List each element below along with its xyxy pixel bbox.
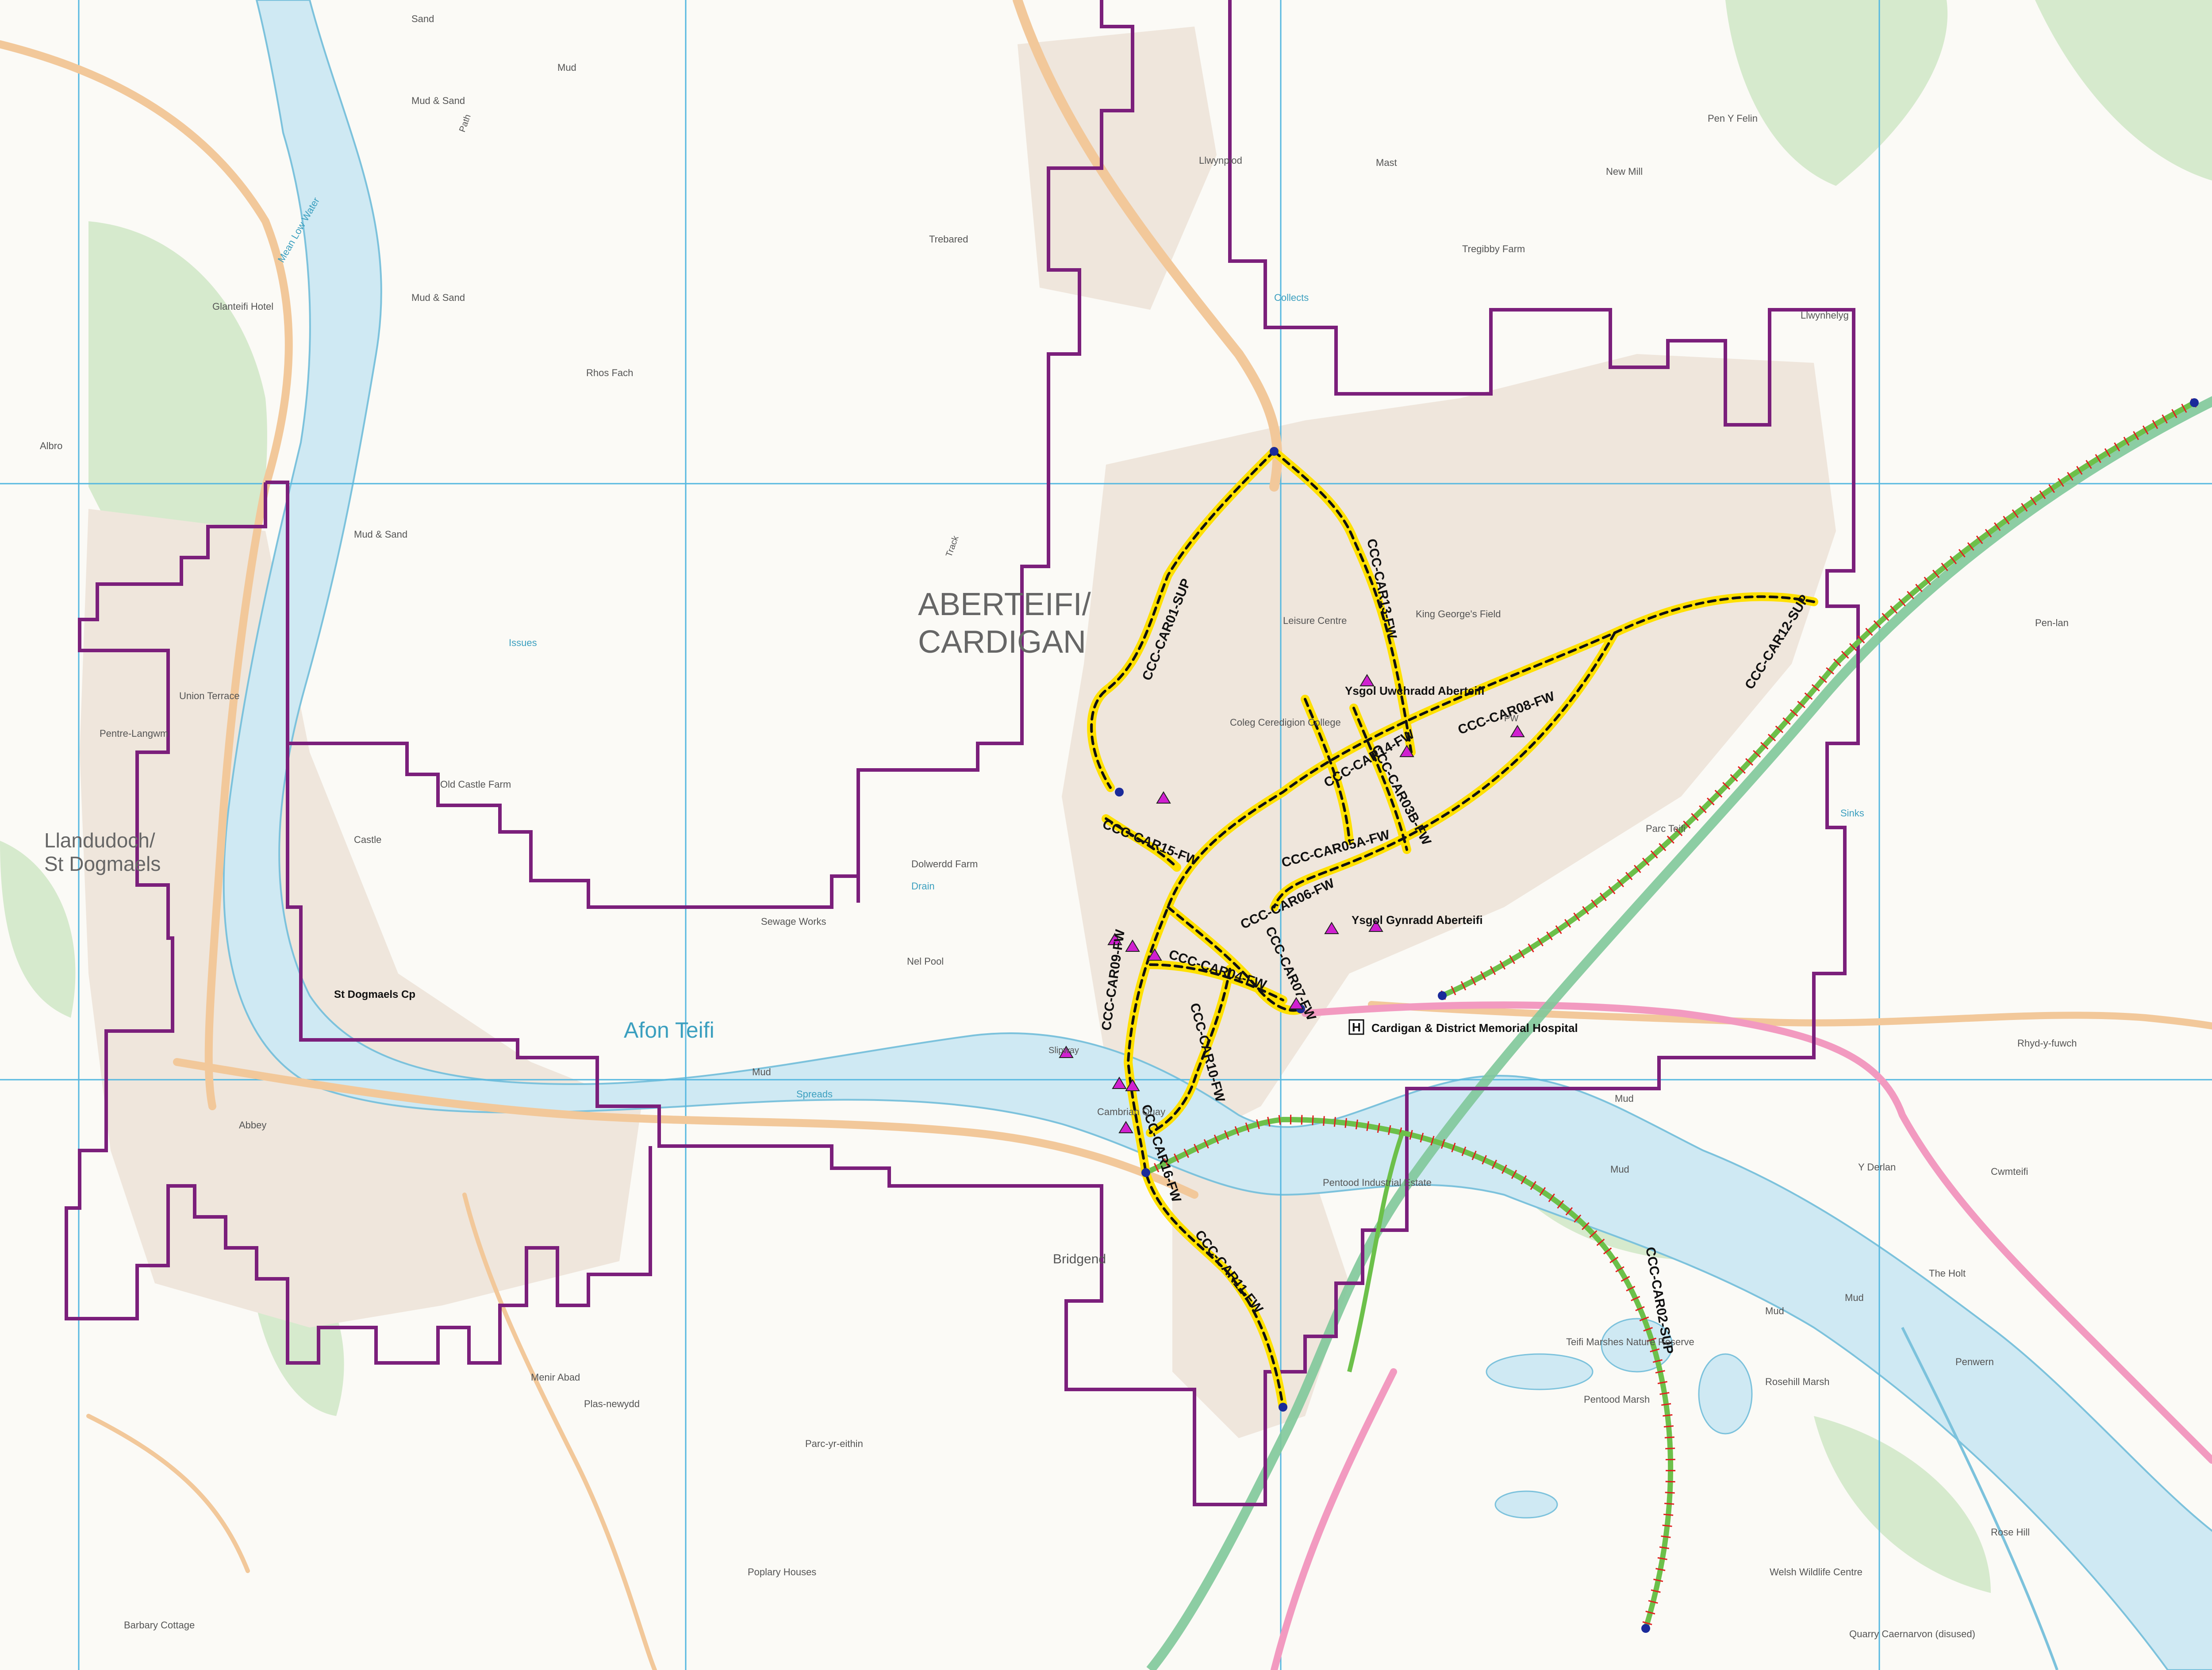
route-label-car12: CCC-CAR12-SUP <box>1742 592 1812 692</box>
mean-low-water-label: Mean Low Water <box>276 196 322 265</box>
place-mud-sand-3: Mud & Sand <box>354 529 407 540</box>
green-cycleway <box>1146 396 2212 1670</box>
place-mast: Mast <box>1376 157 1397 168</box>
river-teifi <box>223 0 2212 1670</box>
path-label: Path <box>457 113 473 134</box>
issues-label: Issues <box>509 637 537 648</box>
route-label-car13: CCC-CAR13-FW <box>1364 538 1399 640</box>
place-mud-4: Mud <box>1765 1305 1784 1316</box>
town-name-line1: ABERTEIFI/ <box>918 587 1091 622</box>
place-glanteifi: Glanteifi Hotel <box>212 301 273 312</box>
place-the-holt: The Holt <box>1929 1268 1966 1279</box>
place-mud-2: Mud <box>1610 1164 1629 1175</box>
route-label-car06: CCC-CAR06-FW <box>1238 876 1337 932</box>
sinks-label: Sinks <box>1840 808 1864 819</box>
place-menir-abad: Menir Abad <box>531 1372 580 1383</box>
route-label-car14: CCC-CAR14-FW <box>1321 727 1417 790</box>
slipway-label: Slipway <box>1048 1046 1079 1055</box>
route-label-car05a: CCC-CAR05A-FW <box>1280 827 1391 870</box>
town-name-line2: CARDIGAN <box>918 624 1086 660</box>
hospital-icon-glyph: H <box>1352 1020 1361 1034</box>
place-cwmteifi: Cwmteifi <box>1991 1166 2028 1177</box>
fw-routes <box>1087 447 1818 1412</box>
place-rhyd-y-fuwch: Rhyd-y-fuwch <box>2017 1038 2077 1049</box>
place-llwynpiod: Llwynpiod <box>1199 155 1242 166</box>
church-label: St Dogmaels Cp <box>334 989 415 1000</box>
place-dolwerdd: Dolwerdd Farm <box>911 858 978 870</box>
route-label-car07: CCC-CAR07-FW <box>1263 924 1319 1023</box>
place-nel-pool: Nel Pool <box>907 956 944 967</box>
place-old-castle: Old Castle Farm <box>440 779 511 790</box>
place-pen-lan: Pen-lan <box>2035 617 2069 628</box>
place-pentood: Pentood Industrial Estate <box>1323 1177 1432 1188</box>
place-pentood-marsh: Pentood Marsh <box>1584 1394 1650 1405</box>
place-union-terrace: Union Terrace <box>179 690 240 701</box>
route-label-car04: CCC-CAR04-FW <box>1167 947 1269 993</box>
place-albro: Albro <box>40 440 62 451</box>
route-nodes <box>1115 398 2199 1633</box>
sup-routes <box>1144 398 2197 1630</box>
village-name-line2: St Dogmaels <box>44 852 161 875</box>
place-llwyngwair: Llwynhelyg <box>1801 310 1849 321</box>
route-label-car15: CCC-CAR15-FW <box>1100 817 1200 869</box>
place-quarry: Quarry Caernarvon (disused) <box>1849 1628 1975 1639</box>
place-mud-sand-1: Mud & Sand <box>411 95 465 106</box>
place-coleg: Coleg Ceredigion College <box>1230 717 1341 728</box>
community-boundaries <box>65 0 1860 1506</box>
place-quay: Cambrian Quay <box>1097 1106 1165 1117</box>
village-name-line1: Llandudoch/ <box>44 829 155 852</box>
pw-label: PW <box>1504 714 1518 723</box>
place-labels: Sand Mud Mud & Sand Mud & Sand Mud & San… <box>40 13 2077 1639</box>
place-mud-6: Mud <box>752 1066 771 1077</box>
place-mud-5: Mud <box>1845 1292 1864 1303</box>
place-penwern: Penwern <box>1955 1356 1994 1367</box>
place-poplars: Poplary Houses <box>748 1566 816 1578</box>
place-plas-newydd: Plas-newydd <box>584 1398 640 1409</box>
route-label-car09: CCC-CAR09-FW <box>1099 928 1128 1031</box>
place-pentre-langwm: Pentre-Langwm <box>100 728 168 739</box>
place-abbey: Abbey <box>239 1120 266 1131</box>
place-parc-teifi: Parc Teifi <box>1646 823 1686 834</box>
river-name: Afon Teifi <box>624 1018 714 1043</box>
place-king-georges: King George's Field <box>1416 608 1501 620</box>
place-trebared: Trebared <box>929 234 968 245</box>
place-leisure: Leisure Centre <box>1283 615 1347 626</box>
collects-label: Collects <box>1274 292 1309 303</box>
place-sand: Sand <box>411 13 434 24</box>
route-label-car01: CCC-CAR01-SUP <box>1140 577 1194 683</box>
place-tregibby: Tregibby Farm <box>1462 243 1525 254</box>
place-rhos-fach: Rhos Fach <box>586 367 633 378</box>
place-rosehill: Rosehill Marsh <box>1765 1376 1830 1387</box>
place-mud-sand-2: Mud & Sand <box>411 292 465 303</box>
school-1-label: Ysgol Uwchradd Aberteifi <box>1345 684 1484 697</box>
track-label: Track <box>944 534 961 558</box>
place-castle: Castle <box>354 834 381 845</box>
hospital-label: Cardigan & District Memorial Hospital <box>1371 1021 1578 1035</box>
place-mud: Mud <box>557 62 576 73</box>
place-new-mill: New Mill <box>1606 166 1643 177</box>
place-rose-hill: Rose Hill <box>1991 1527 2030 1538</box>
built-up-areas <box>80 27 1836 1438</box>
place-barbary: Barbary Cottage <box>124 1620 195 1631</box>
route-label-car11: CCC-CAR11-FW <box>1192 1227 1266 1316</box>
drain-label: Drain <box>911 881 935 892</box>
place-parc-yr-eithin: Parc-yr-eithin <box>805 1438 863 1449</box>
place-pen-y-felin: Pen Y Felin <box>1708 113 1758 124</box>
route-label-car16: CCC-CAR16-FW <box>1138 1103 1184 1204</box>
route-label-car10: CCC-CAR10-FW <box>1187 1001 1228 1104</box>
place-y-derlan: Y Derlan <box>1858 1162 1896 1173</box>
place-bridgend: Bridgend <box>1053 1252 1106 1266</box>
spreads-label: Spreads <box>796 1089 833 1100</box>
poi-triangles <box>1059 674 1525 1133</box>
place-sewage: Sewage Works <box>761 916 826 927</box>
place-teifi-marshes: Teifi Marshes Nature Reserve <box>1566 1336 1694 1347</box>
hospital-icon <box>1348 1019 1364 1035</box>
place-mud-3: Mud <box>1615 1093 1634 1104</box>
school-2-label: Ysgol Gynradd Aberteifi <box>1352 913 1483 927</box>
place-welsh-wildlife: Welsh Wildlife Centre <box>1770 1566 1863 1578</box>
